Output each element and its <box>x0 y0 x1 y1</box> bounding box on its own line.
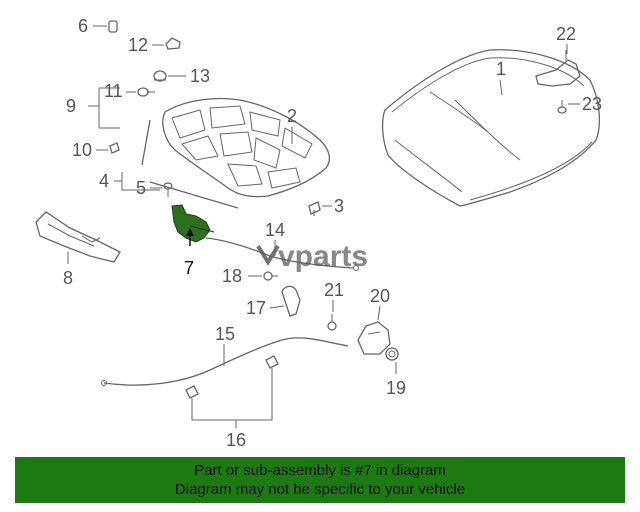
screw-18 <box>263 271 278 281</box>
clip-3 <box>308 201 321 216</box>
callout-15: 15 <box>215 324 235 344</box>
callout-4: 4 <box>99 171 109 191</box>
callout-14: 14 <box>265 220 285 240</box>
cable-clips-16 <box>185 355 279 399</box>
bolt-21 <box>327 314 337 331</box>
callout-16: 16 <box>226 430 246 450</box>
cap-6 <box>108 20 118 33</box>
leader-line-1 <box>499 79 503 96</box>
callout-5: 5 <box>136 178 146 198</box>
release-cable-15 <box>101 337 349 386</box>
banner-line-1: Part or sub-assembly is #7 in diagram <box>194 462 446 479</box>
info-banner: Part or sub-assembly is #7 in diagram Di… <box>15 457 625 503</box>
leader-line-20 <box>377 305 381 321</box>
callout-23: 23 <box>582 94 602 114</box>
bracket-4 <box>121 172 160 191</box>
parts-diagram: 1 2 3 4 5 6 <box>35 16 602 450</box>
callout-7: 7 <box>184 258 194 278</box>
callout-17: 17 <box>246 298 266 318</box>
callout-8: 8 <box>63 268 73 288</box>
bracket-16 <box>191 368 273 421</box>
callout-19: 19 <box>386 378 406 398</box>
leader-line-17 <box>269 305 285 309</box>
nut-19 <box>385 347 399 361</box>
hood-insulator <box>162 97 331 198</box>
bolt-23 <box>557 100 567 114</box>
callout-3: 3 <box>334 196 344 216</box>
callout-22: 22 <box>556 24 576 44</box>
banner-line-2: Diagram may not be specific to your vehi… <box>174 481 466 498</box>
callout-11: 11 <box>104 81 123 101</box>
support-rod <box>141 119 239 209</box>
watermark-logo: vparts <box>256 240 368 273</box>
leader-arrow-7 <box>186 228 194 236</box>
hood-panel <box>381 49 601 207</box>
callout-18: 18 <box>222 266 242 286</box>
callout-21: 21 <box>324 280 344 300</box>
hood-hinge-22 <box>535 50 581 87</box>
latch-support-8 <box>35 211 121 263</box>
callout-1: 1 <box>496 59 506 79</box>
clip-10 <box>109 142 120 154</box>
callout-9: 9 <box>66 96 76 116</box>
release-handle-17 <box>281 285 301 317</box>
callout-13: 13 <box>190 66 210 86</box>
hood-latch-highlighted <box>171 204 215 243</box>
callout-6: 6 <box>78 16 88 36</box>
holder-11 <box>137 87 155 97</box>
callout-2: 2 <box>287 106 297 126</box>
callout-10: 10 <box>72 140 92 160</box>
grommet-5 <box>163 182 173 197</box>
bracket-9 <box>98 87 120 129</box>
watermark-text: vparts <box>278 240 368 273</box>
callout-20: 20 <box>370 286 390 306</box>
bumper-12 <box>165 37 181 50</box>
latch-cover-20 <box>357 321 391 355</box>
seal-13 <box>153 70 167 82</box>
callout-12: 12 <box>128 35 148 55</box>
